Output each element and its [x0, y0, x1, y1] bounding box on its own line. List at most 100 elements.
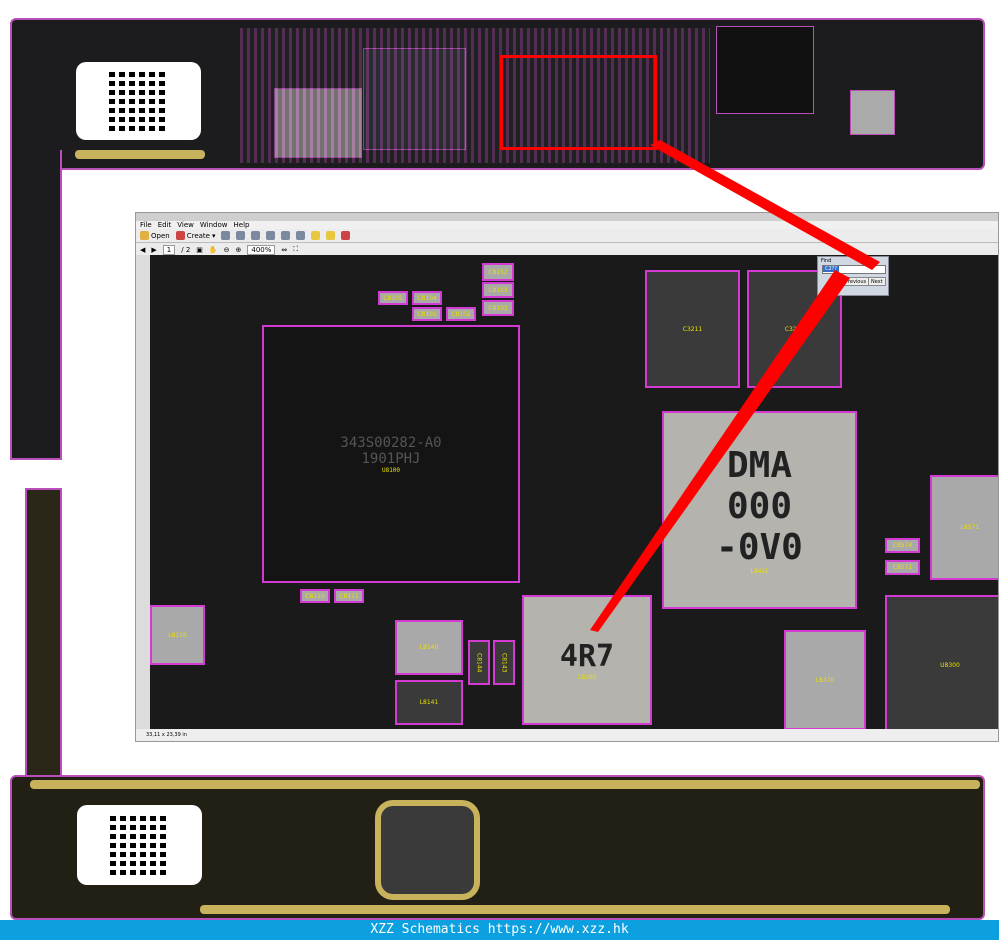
open-label: Open [151, 231, 170, 240]
soc-ref: U8100 [381, 466, 401, 474]
main-toolbar: Open Create ▾ [136, 229, 998, 243]
settings-icon[interactable] [296, 231, 306, 240]
create-label: Create [186, 231, 210, 240]
part-label: L8110 [168, 631, 187, 639]
create-button[interactable]: Create ▾ [175, 231, 215, 240]
part-c8153: C8153 [482, 282, 514, 298]
zoom-in-icon[interactable]: ⊕ [235, 245, 242, 254]
part-c8101: C8101 [412, 307, 442, 321]
menu-edit[interactable]: Edit [157, 221, 172, 229]
select-tool-icon[interactable]: ▣ [196, 245, 203, 254]
processor-a12 [363, 48, 466, 150]
part-c8144: C8144 [468, 640, 490, 685]
qr-code-bottom [77, 805, 202, 885]
part-label: C8104 [417, 294, 437, 302]
chip-right [716, 26, 814, 114]
gold-strip-bottom [30, 780, 980, 789]
part-label: C8102 [451, 310, 471, 318]
part-c8152: C8152 [482, 263, 514, 281]
find-dialog: Find C2?? Previous Next [817, 256, 889, 296]
component-cluster [240, 28, 710, 163]
part-label: C8103 [488, 304, 508, 312]
part-label: C3201 [784, 325, 805, 333]
highlight-box [500, 55, 657, 150]
inductor-ref: L8431 [750, 568, 769, 575]
save-icon[interactable] [221, 231, 231, 240]
part-label: C8574 [892, 542, 913, 549]
soc-marking-2: 1901PHJ [361, 450, 421, 467]
zoom-out-icon[interactable]: ⊖ [223, 245, 230, 254]
menu-help[interactable]: Help [233, 221, 250, 229]
part-label: C8144 [475, 652, 483, 673]
highlight-icon[interactable] [326, 231, 336, 240]
footer-banner: XZZ Schematics https://www.xzz.hk [0, 920, 999, 940]
page-number-input[interactable]: 1 [162, 244, 176, 255]
upload-icon[interactable] [236, 231, 246, 240]
fit-width-icon[interactable]: ⇔ [281, 245, 288, 254]
menu-view[interactable]: View [177, 221, 194, 229]
folder-icon [140, 231, 149, 240]
next-button[interactable]: Next [868, 277, 886, 286]
part-c8103: C8103 [482, 300, 514, 316]
part-c8104: C8104 [412, 291, 442, 305]
part-label: L8370 [815, 676, 835, 684]
part-label: C8571 [892, 564, 913, 571]
chip-wifi [850, 90, 895, 135]
inductor-marking: DMA 000 -0V0 [716, 445, 803, 568]
part-l8140: L8140 [395, 620, 463, 675]
part-l8110: L8110 [150, 605, 205, 665]
comment-icon[interactable] [311, 231, 321, 240]
email-icon[interactable] [281, 231, 291, 240]
part-c8102: C8102 [446, 307, 476, 321]
prev-page-icon[interactable]: ◀ [140, 245, 146, 254]
part-c3211: C3211 [645, 270, 740, 388]
fit-page-icon[interactable]: ⛶ [293, 245, 299, 253]
inductor-marking: 4R7 [559, 639, 615, 674]
part-c8571: C8571 [885, 560, 920, 575]
document-canvas[interactable]: 343S00282-A0 1901PHJ U8100 DMA 000 -0V0 … [150, 255, 998, 729]
part-label: U8300 [940, 661, 960, 669]
part-c8110: C8110 [300, 589, 330, 603]
hand-tool-icon[interactable]: ✋ [208, 245, 218, 254]
stamp-icon[interactable] [341, 231, 351, 240]
find-input[interactable]: C2?? [822, 265, 886, 274]
part-label: C8111 [339, 592, 359, 600]
part-label: L8571 [960, 524, 980, 531]
previous-button[interactable]: Previous [842, 277, 870, 286]
soc-marking-1: 343S00282-A0 [340, 434, 442, 451]
print-icon[interactable] [251, 231, 261, 240]
gold-strip-top [75, 150, 205, 159]
part-label: C8110 [305, 592, 325, 600]
find-query: C2?? [823, 266, 839, 272]
part-c8105: C8105 [378, 291, 408, 305]
menu-bar: File Edit View Window Help [136, 213, 998, 229]
part-label: L8140 [419, 644, 439, 651]
menu-file[interactable]: File [140, 221, 152, 229]
part-l8370: L8370 [784, 630, 866, 729]
part-l8571: L8571 [930, 475, 998, 580]
part-c8574: C8574 [885, 538, 920, 553]
part-l8141: L8141 [395, 680, 463, 725]
part-c8111: C8111 [334, 589, 364, 603]
part-label: L8141 [419, 699, 439, 706]
inductor-ref: L8390 [577, 674, 597, 681]
zoom-level-select[interactable]: 400% [247, 244, 276, 255]
navigation-pane[interactable] [136, 255, 150, 729]
nand-chip [375, 800, 480, 900]
open-button[interactable]: Open [140, 231, 170, 240]
edit-icon[interactable] [266, 231, 276, 240]
part-label: C8143 [500, 652, 508, 673]
page-total: / 2 [181, 245, 191, 254]
part-u8300: U8300 [885, 595, 998, 729]
inductor-l8431: DMA 000 -0V0 L8431 [662, 411, 857, 609]
part-label: C8152 [488, 268, 508, 276]
menu-window[interactable]: Window [199, 221, 228, 229]
soc-chip-u8100: 343S00282-A0 1901PHJ U8100 [262, 325, 520, 583]
part-c8143: C8143 [493, 640, 515, 685]
create-icon [175, 231, 185, 240]
part-label: C8105 [383, 294, 403, 302]
qr-code-top [76, 62, 201, 140]
next-page-icon[interactable]: ▶ [151, 245, 157, 254]
bottom-pcb-strip [25, 488, 62, 788]
part-label: C8101 [417, 310, 437, 318]
